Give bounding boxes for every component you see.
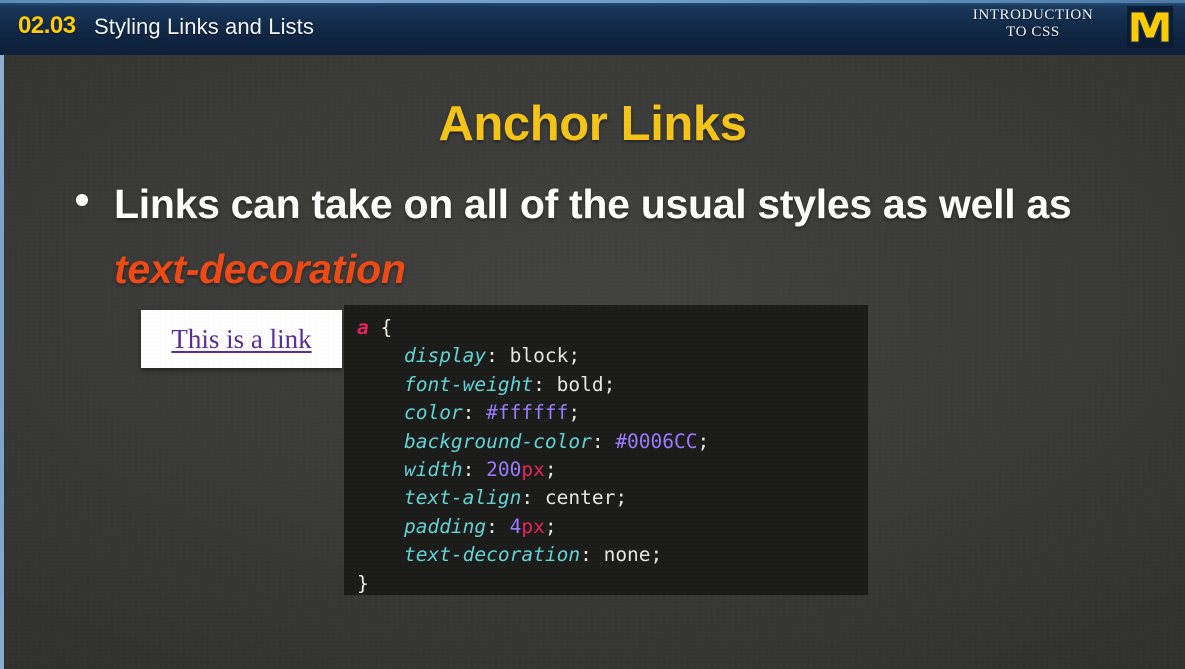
link-preview-box: This is a link	[141, 310, 342, 368]
left-edge-accent-strip	[0, 52, 4, 669]
code-listing: a { display: block; font-weight: bold; c…	[357, 316, 710, 595]
course-brand-line-2: TO CSS	[1006, 23, 1060, 40]
sample-link[interactable]: This is a link	[171, 323, 312, 354]
michigan-block-m-logo	[1127, 6, 1173, 48]
bullet-dot-icon	[76, 194, 88, 206]
bullet-item: Links can take on all of the usual style…	[62, 172, 1122, 302]
slide-title: Anchor Links	[438, 97, 747, 151]
course-brand-line-1: INTRODUCTION	[972, 7, 1094, 23]
code-block: a { display: block; font-weight: bold; c…	[344, 305, 868, 595]
course-brand: INTRODUCTION TO CSS	[953, 7, 1113, 41]
module-title: Styling Links and Lists	[94, 14, 314, 39]
slide-header: 02.03 Styling Links and Lists INTRODUCTI…	[0, 0, 1185, 55]
module-number: 02.03	[18, 12, 76, 39]
bullet-text-highlight: text-decoration	[114, 245, 406, 292]
header-top-accent-line	[0, 0, 1185, 3]
bullet-text: Links can take on all of the usual style…	[114, 172, 1122, 302]
bullet-text-plain: Links can take on all of the usual style…	[114, 181, 1072, 227]
